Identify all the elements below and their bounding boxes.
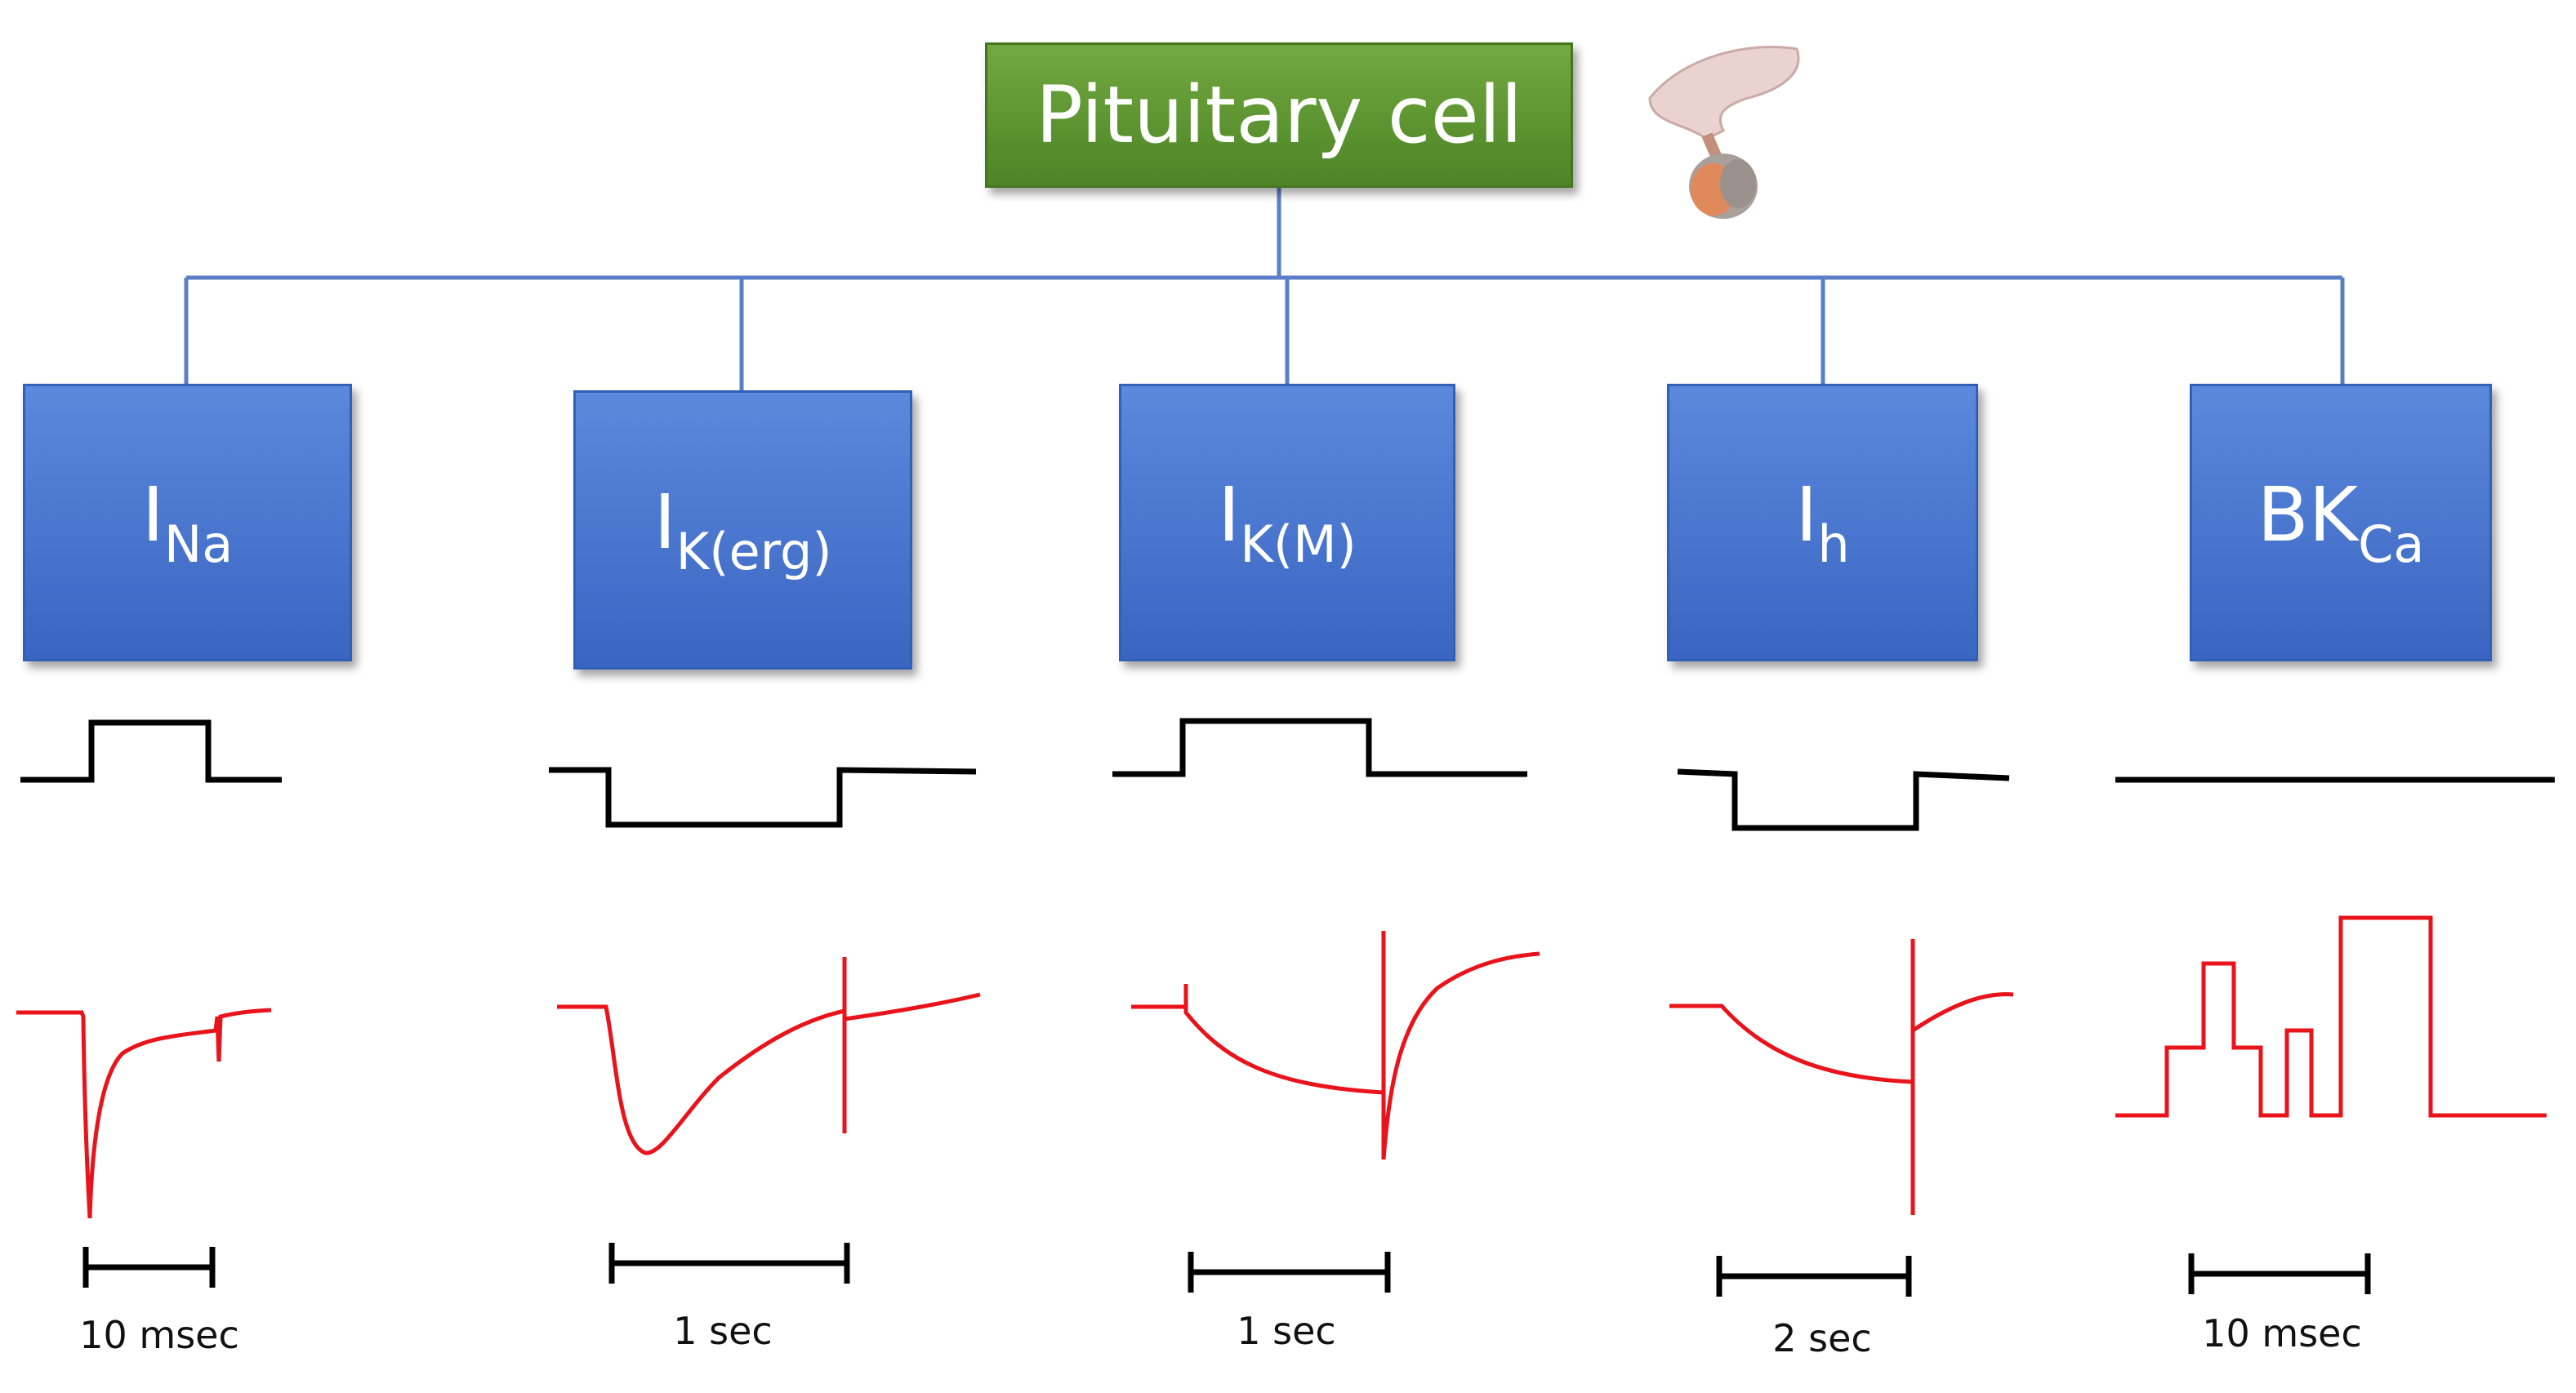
voltage-protocols (20, 718, 2555, 831)
voltage-trace-ina (20, 719, 282, 783)
scale-bar-ikerg (608, 1243, 850, 1284)
scale-bar-ina (82, 1247, 216, 1288)
current-trace-ikm (1131, 931, 1540, 1160)
current-traces (16, 915, 2547, 1219)
channel-label-bkca: BKCa (2257, 471, 2425, 574)
channel-label-ikm: IK(M) (1218, 471, 1357, 574)
scale-label-ikerg: 1 sec (673, 1309, 773, 1353)
current-trace-bkca (2115, 915, 2547, 1118)
channel-box-ikm: IK(M) (1119, 384, 1455, 661)
channel-label-ikerg: IK(erg) (653, 478, 832, 581)
current-trace-ina (16, 1008, 272, 1219)
scale-label-bkca: 10 msec (2202, 1311, 2362, 1355)
channel-box-ikerg: IK(erg) (573, 390, 912, 670)
scale-bar-bkca (2188, 1253, 2371, 1294)
root-node-pituitary-cell: Pituitary cell (985, 42, 1573, 188)
pituitary-gland-icon (1648, 46, 1800, 219)
voltage-trace-ih (1677, 768, 2010, 831)
current-trace-ikerg (557, 957, 981, 1155)
scale-bars (82, 1243, 2371, 1297)
root-label: Pituitary cell (1035, 69, 1523, 161)
voltage-trace-ikm (1112, 718, 1527, 777)
channel-box-bkca: BKCa (2190, 384, 2492, 661)
current-trace-ih (1669, 939, 2014, 1215)
connector-tree (184, 188, 2345, 390)
scale-bar-ikm (1188, 1252, 1391, 1293)
scale-label-ikm: 1 sec (1237, 1309, 1336, 1353)
voltage-trace-ikerg (549, 767, 977, 828)
channel-label-ih: Ih (1795, 471, 1850, 574)
channel-label-ina: INa (141, 471, 234, 574)
channel-box-ina: INa (23, 384, 352, 661)
scale-label-ih: 2 sec (1772, 1316, 1872, 1360)
scale-label-ina: 10 msec (79, 1313, 239, 1357)
channel-box-ih: Ih (1667, 384, 1978, 661)
scale-bar-ih (1716, 1256, 1912, 1297)
